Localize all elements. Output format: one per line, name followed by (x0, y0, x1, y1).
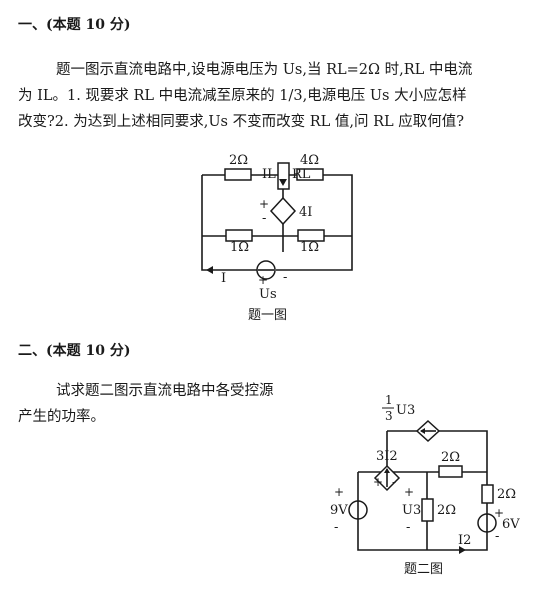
q2-heading: 二、(本题 10 分) (18, 343, 131, 359)
dep-source-label: 4I (299, 205, 312, 220)
dep2-plus: + (373, 475, 383, 489)
label-r-top-left: 2Ω (229, 153, 248, 168)
resistor-2ohm-mid (421, 498, 434, 522)
dep-plus: + (259, 197, 269, 211)
u3-minus: - (406, 520, 410, 535)
q1-line-3: 改变?2. 为达到上述相同要求,Us 不变而改变 RL 值,问 RL 应取何值? (18, 114, 465, 130)
label-rl: RL (292, 167, 311, 182)
label-6v: 6V (502, 517, 520, 532)
q1-line-2: 为 IL。1. 现要求 RL 中电流减至原来的 1/3,电源电压 Us 大小应怎… (18, 88, 467, 104)
v6-minus: - (495, 529, 499, 544)
us-minus: - (283, 270, 287, 285)
resistor-4ohm (296, 168, 324, 181)
us-plus: + (258, 273, 268, 287)
dep-minus: - (262, 211, 266, 226)
dep-label-3i2: 3I2 (376, 449, 398, 464)
label-r-mid-fig2: 2Ω (437, 503, 456, 518)
arrow-il-icon (279, 179, 287, 186)
resistor-rl (277, 162, 290, 190)
v6-plus: + (494, 506, 504, 520)
arrow-i-icon (206, 266, 213, 274)
label-i2: I2 (458, 533, 471, 548)
label-r-right-fig2: 2Ω (497, 487, 516, 502)
u3-plus: + (404, 485, 414, 499)
ccs-label: U3 (396, 403, 415, 418)
dep2-minus: - (392, 475, 396, 489)
resistor-1ohm-right (297, 229, 325, 242)
frac-den: 3 (385, 409, 393, 423)
resistor-2ohm-top (438, 465, 463, 478)
label-us: Us (259, 287, 277, 302)
figure-2-caption: 题二图 (404, 562, 443, 577)
label-r-bottom-left: 1Ω (230, 240, 249, 255)
resistor-2ohm (224, 168, 252, 181)
label-r-bottom-right: 1Ω (300, 240, 319, 255)
label-il: IL (262, 167, 276, 182)
label-i: I (221, 271, 226, 286)
v9-plus: + (334, 485, 344, 499)
arrow-i2-icon (459, 546, 466, 554)
q2-line-2: 产生的功率。 (18, 409, 105, 425)
figure-1-caption: 题一图 (248, 308, 287, 323)
q1-heading: 一、(本题 10 分) (18, 17, 131, 33)
label-r-top-fig2: 2Ω (441, 450, 460, 465)
dependent-source-diamond-icon (269, 196, 297, 226)
label-r-top-right: 4Ω (300, 153, 319, 168)
v9-minus: - (334, 520, 338, 535)
resistor-1ohm-left (225, 229, 253, 242)
frac-num: 1 (385, 393, 393, 407)
resistor-2ohm-right (481, 484, 494, 504)
label-u3: U3 (402, 503, 421, 518)
q2-line-1: 试求题二图示直流电路中各受控源 (56, 383, 274, 399)
q1-line-1: 题一图示直流电路中,设电源电压为 Us,当 RL=2Ω 时,RL 中电流 (56, 62, 473, 78)
label-9v: 9V (330, 503, 348, 518)
